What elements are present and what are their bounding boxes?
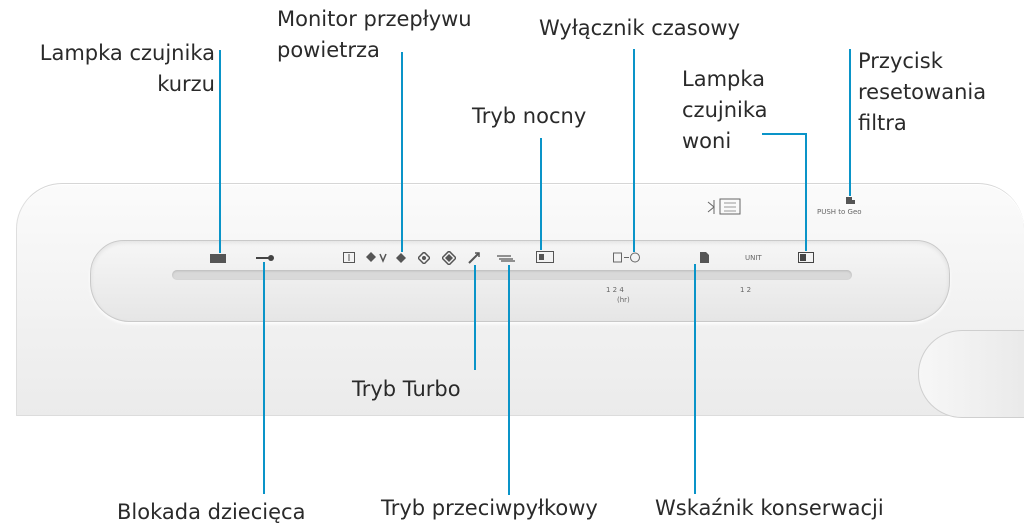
label-airflow-monitor: Monitor przepływu powietrza [277, 7, 472, 62]
label-child-lock: Blokada dziecięca [117, 500, 306, 524]
label-maintenance-indicator: Wskaźnik konserwacji [655, 496, 884, 520]
leader-odor-horizontal [762, 133, 806, 135]
label-odor-sensor-lamp: Lampka czujnika woni [682, 67, 768, 153]
timer-icon[interactable] [613, 252, 641, 263]
turbo-mode-icon[interactable] [468, 252, 480, 264]
leader-night-mode [540, 138, 542, 250]
label-anti-pollen-mode: Tryb przeciwpyłkowy [381, 496, 598, 520]
airflow-level-4-icon [442, 251, 456, 265]
airflow-level-1-icon [366, 252, 388, 263]
leader-turbo [474, 265, 476, 370]
leader-child-lock [263, 262, 265, 494]
leader-maintenance [694, 264, 696, 494]
night-mode-icon[interactable] [536, 251, 554, 263]
leader-odor-vertical [805, 133, 807, 251]
control-panel [90, 240, 950, 322]
timer-unit: (hr) [617, 296, 630, 304]
label-filter-reset-button: Przycisk resetowania filtra [858, 49, 987, 135]
leader-airflow-monitor [401, 52, 403, 252]
odor-marks: 1 2 [740, 286, 752, 294]
timer-marks: 1 2 4 [606, 286, 624, 294]
leader-anti-pollen [508, 265, 510, 495]
airflow-level-3-icon [418, 252, 430, 264]
maintenance-indicator-icon [700, 252, 709, 263]
leader-filter-reset [849, 49, 851, 196]
airflow-level-2-icon [396, 253, 406, 263]
filter-reset-text: PUSH to Geo [817, 208, 862, 216]
label-dust-sensor-lamp: Lampka czujnika kurzu [39, 41, 215, 96]
key-icon[interactable] [256, 253, 276, 263]
odor-sensor-lamp-icon [798, 252, 814, 263]
side-handle [918, 330, 1024, 418]
dust-sensor-lamp-icon [210, 254, 226, 263]
filter-reset-icon[interactable] [846, 197, 856, 205]
fan-filter-icon [704, 196, 746, 218]
label-timer: Wyłącznik czasowy [539, 16, 741, 40]
anti-pollen-mode-icon[interactable] [497, 254, 515, 262]
label-turbo-mode: Tryb Turbo [352, 377, 461, 401]
panel-groove [172, 270, 852, 280]
leader-dust-sensor [219, 50, 221, 253]
odor-unit-label: UNIT [745, 254, 762, 262]
label-night-mode: Tryb nocny [472, 104, 587, 128]
leader-timer [633, 49, 635, 252]
airflow-auto-icon [343, 252, 355, 263]
